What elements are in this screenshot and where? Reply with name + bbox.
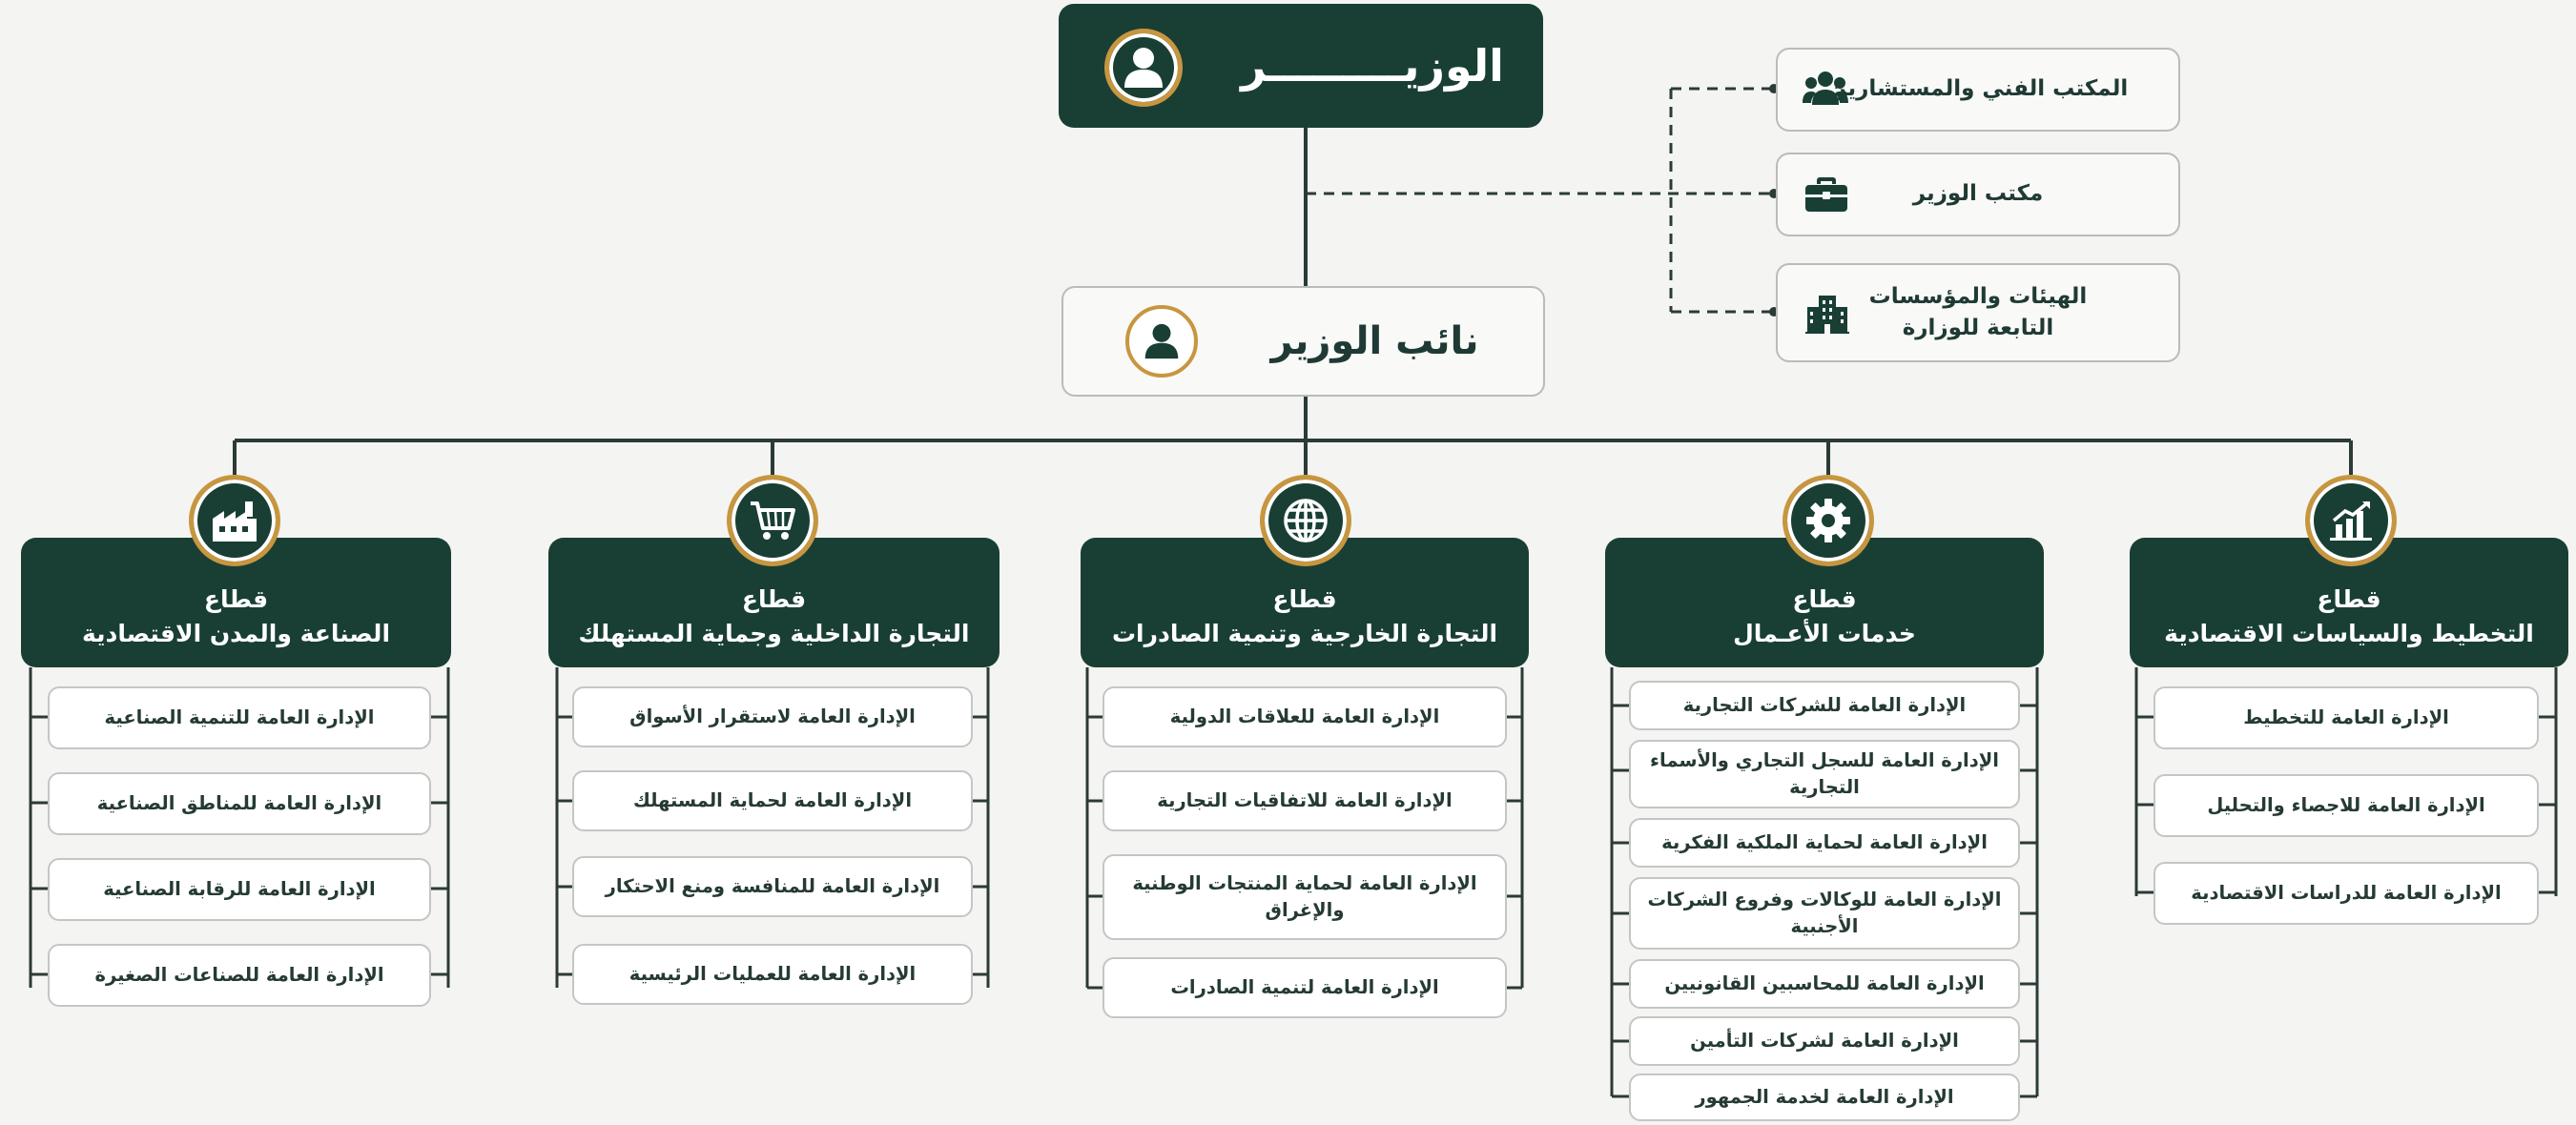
side-office-label-line1: الهيئات والمؤسسات	[1868, 283, 2088, 309]
sector-domestic-trade-item: الإدارة العامة للعمليات الرئيسية	[572, 944, 973, 1005]
sector-foreign-trade-item: الإدارة العامة لتنمية الصادرات	[1103, 957, 1507, 1018]
sector-heading: قطاع	[2317, 584, 2381, 613]
side-office-label-line2: التابعة للوزارة	[1902, 316, 2054, 340]
side-office-label: المكتب الفني والمستشارين	[1827, 76, 2129, 102]
sector-foreign-trade-badge	[1260, 475, 1351, 566]
briefcase-icon	[1805, 177, 1847, 212]
minister-title: الوزيـــــــــر	[1241, 40, 1504, 92]
sector-business-services-badge	[1783, 475, 1874, 566]
sector-heading: قطاع	[1272, 584, 1337, 613]
sector-foreign-trade-item: الإدارة العامة لحماية المنتجات الوطنية و…	[1103, 854, 1507, 940]
sector-domestic-trade-item: الإدارة العامة لاستقرار الأسواق	[572, 686, 973, 747]
sector-foreign-trade-item: الإدارة العامة للعلاقات الدولية	[1103, 686, 1507, 747]
sector-planning-item: الإدارة العامة للاجصاء والتحليل	[2154, 774, 2539, 837]
group-icon	[1803, 72, 1848, 105]
sector-industry-item: الإدارة العامة للرقابة الصناعية	[48, 858, 431, 921]
sector-business-services-item: الإدارة العامة لخدمة الجمهور	[1629, 1074, 2020, 1121]
person-icon	[1124, 48, 1163, 88]
minister-avatar	[1104, 29, 1183, 107]
sector-name: خدمات الأعـمال	[1733, 620, 1916, 647]
sector-heading: قطاع	[1792, 584, 1857, 613]
sector-heading: قطاع	[203, 584, 269, 613]
sector-heading: قطاع	[741, 584, 807, 613]
growth-chart-icon	[2330, 501, 2372, 541]
sector-planning-badge	[2305, 475, 2397, 566]
gear-icon	[1806, 499, 1850, 542]
sector-industry: قطاع الصناعة والمدن الاقتصادية	[21, 538, 451, 667]
sector-business-services-item: الإدارة العامة للوكالات وفروع الشركات ال…	[1629, 877, 2020, 950]
sector-industry-badge	[189, 475, 280, 566]
sector-planning-item: الإدارة العامة للتخطيط	[2154, 686, 2539, 749]
sector-industry-item: الإدارة العامة للصناعات الصغيرة	[48, 944, 431, 1007]
sector-industry-item: الإدارة العامة للمناطق الصناعية	[48, 772, 431, 835]
sector-domestic-trade-item: الإدارة العامة لحماية المستهلك	[572, 770, 973, 831]
deputy-avatar	[1125, 305, 1198, 378]
side-office-label: مكتب الوزير	[1912, 181, 2044, 207]
sector-business-services-item: الإدارة العامة لشركات التأمين	[1629, 1016, 2020, 1066]
sector-business-services-item: الإدارة العامة للمحاسبين القانونيين	[1629, 959, 2020, 1009]
sector-foreign-trade-item: الإدارة العامة للاتفاقيات التجارية	[1103, 770, 1507, 831]
sector-planning-item: الإدارة العامة للدراسات الاقتصادية	[2154, 862, 2539, 925]
factory-icon	[213, 501, 257, 542]
side-office-technical: المكتب الفني والمستشارين	[1776, 48, 2180, 132]
sector-name: التجارة الخارجية وتنمية الصادرات	[1111, 620, 1498, 647]
sector-business-services-item: الإدارة العامة لحماية الملكية الفكرية	[1629, 818, 2020, 868]
shopping-cart-icon	[751, 501, 795, 540]
sector-name: الصناعة والمدن الاقتصادية	[81, 620, 391, 647]
person-icon	[1144, 323, 1179, 359]
sector-industry-item: الإدارة العامة للتنمية الصناعية	[48, 686, 431, 749]
deputy-title: نائب الوزير	[1270, 319, 1479, 363]
buildings-icon	[1805, 296, 1849, 334]
sector-name: التخطيط والسياسات الاقتصادية	[2164, 620, 2534, 647]
sector-name: التجارة الداخلية وجماية المستهلك	[578, 620, 970, 647]
sector-domestic-trade-badge	[727, 475, 818, 566]
globe-icon	[1284, 499, 1328, 542]
sector-domestic-trade-item: الإدارة العامة للمنافسة ومنع الاحتكار	[572, 856, 973, 917]
sector-business-services-item: الإدارة العامة للشركات التجارية	[1629, 681, 2020, 730]
sector-business-services-item: الإدارة العامة للسجل التجاري والأسماء ال…	[1629, 740, 2020, 808]
